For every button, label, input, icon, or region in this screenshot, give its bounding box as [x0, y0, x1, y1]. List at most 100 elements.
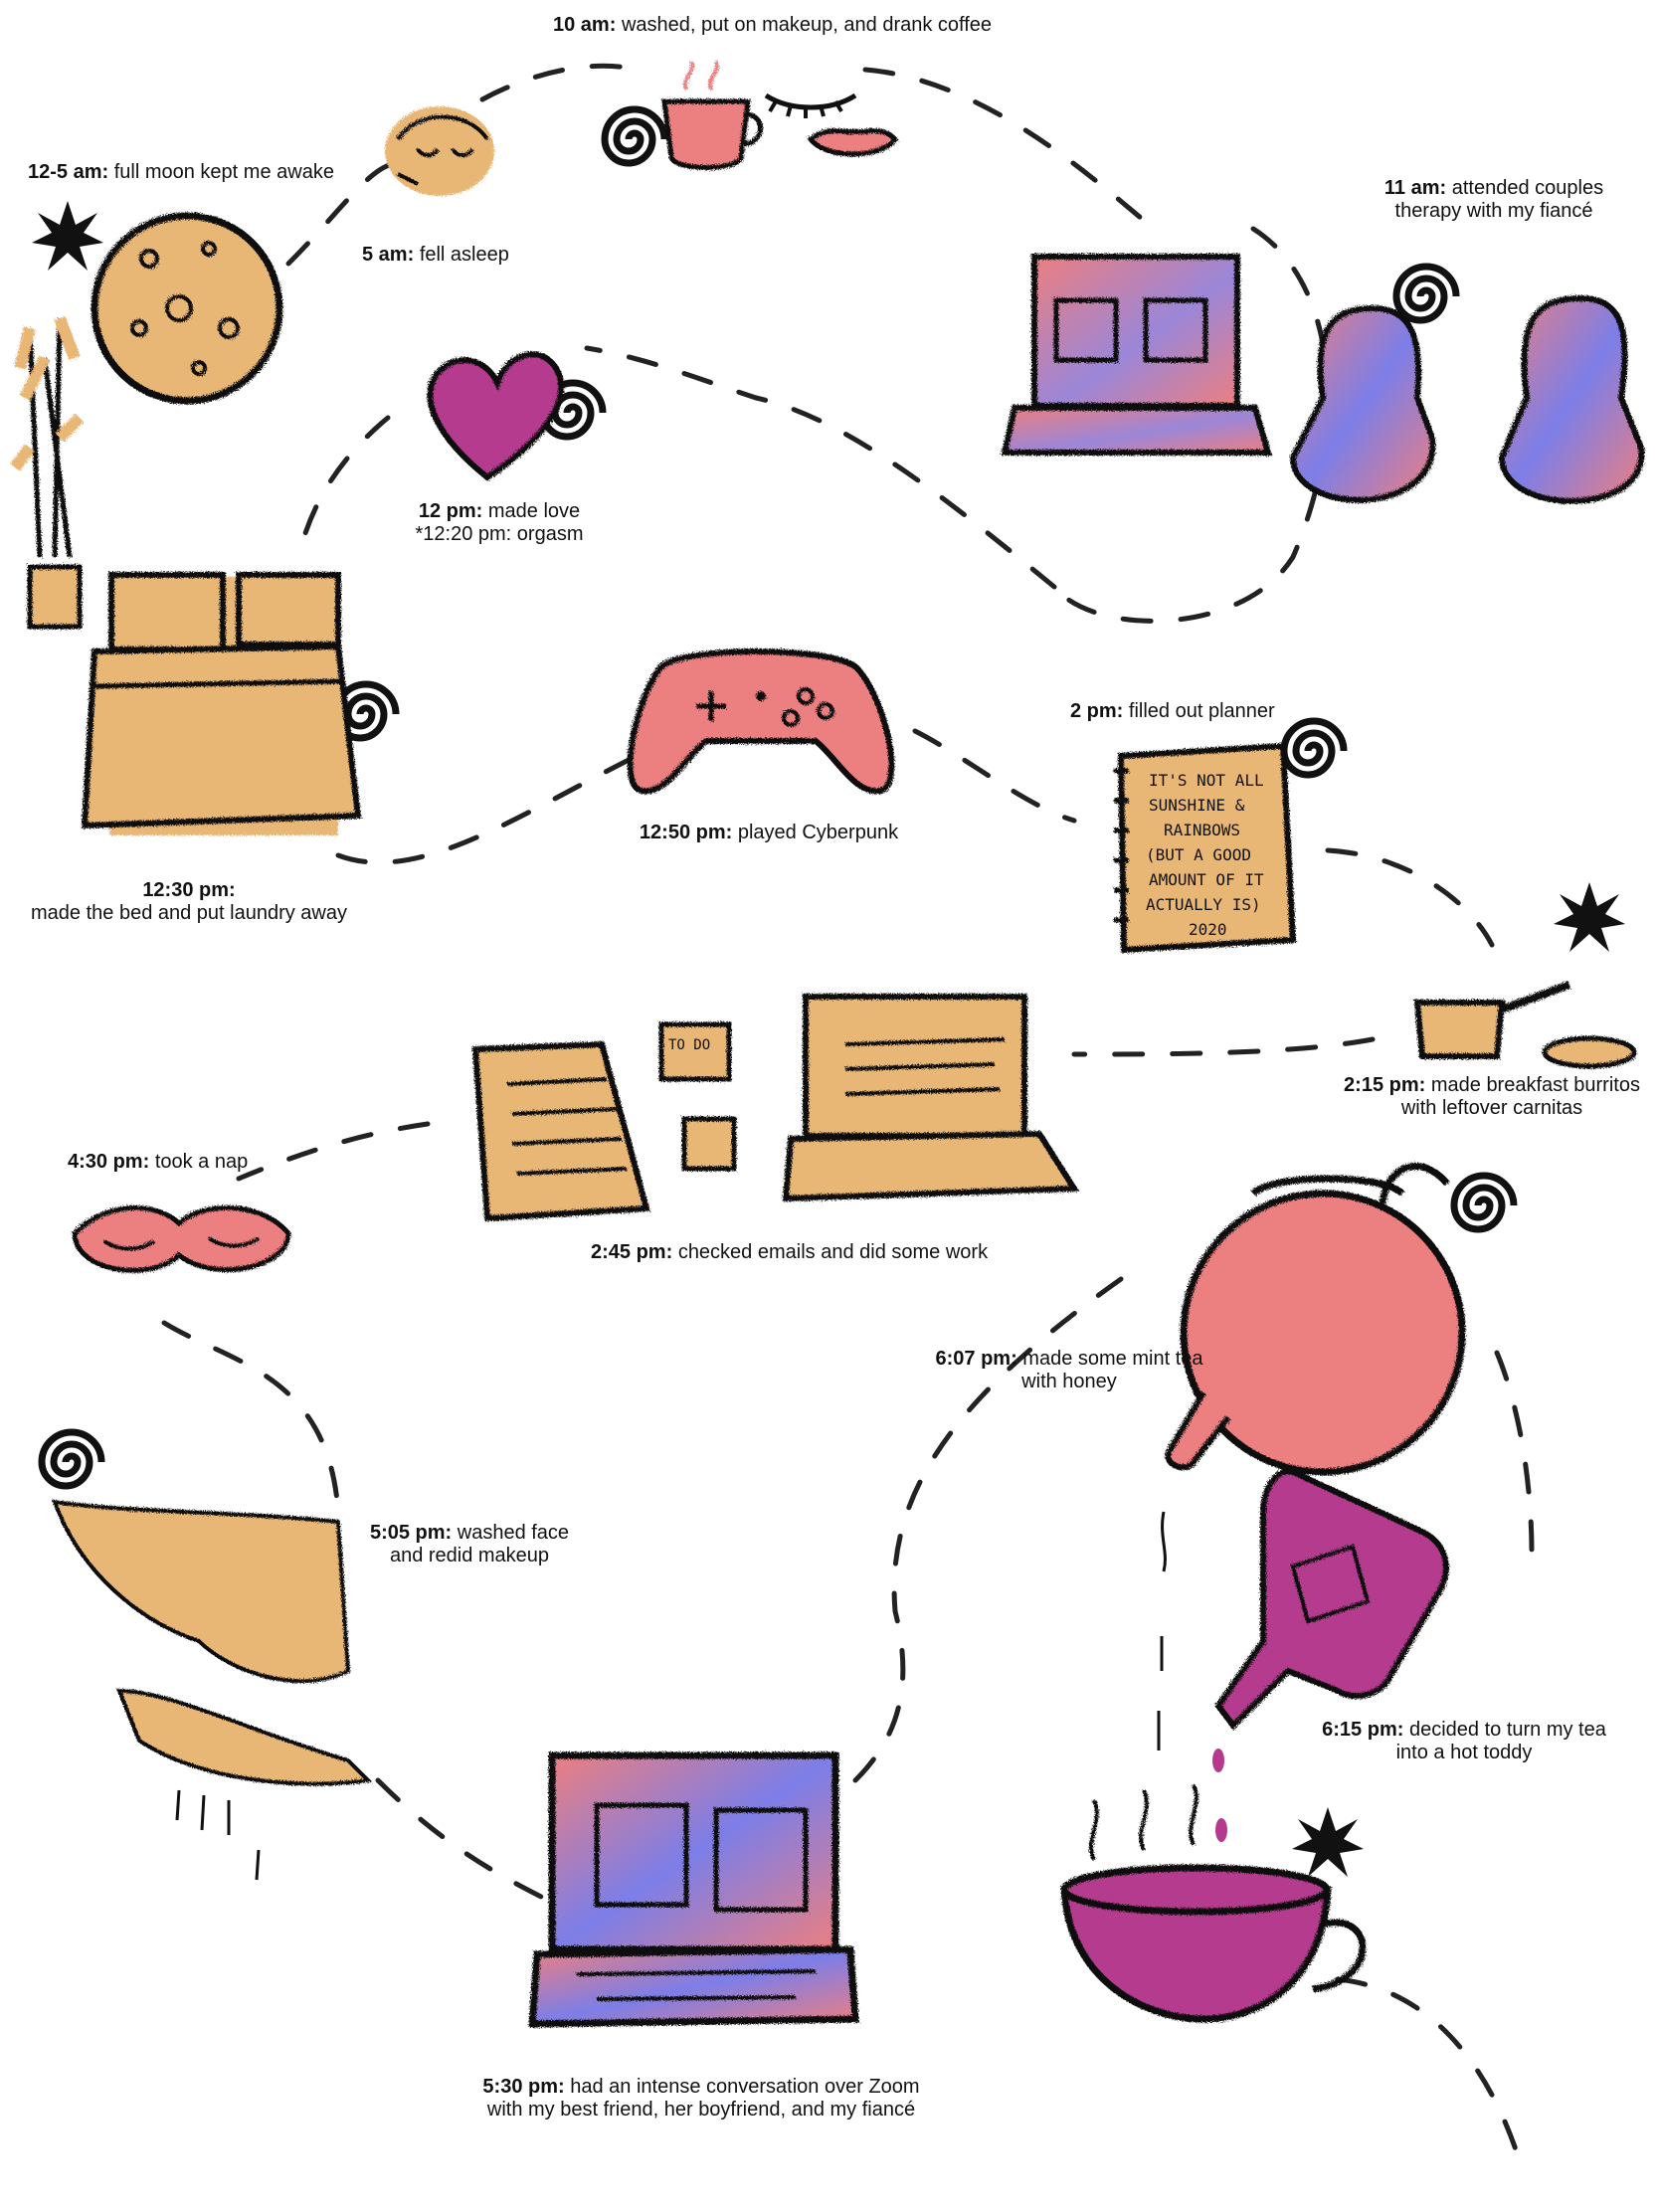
event-text: filled out planner	[1128, 700, 1275, 722]
path-planner-to-burritos	[1325, 847, 1495, 948]
path-to-heart	[584, 345, 1057, 590]
event-time: 11 am:	[1383, 177, 1447, 199]
path-work-to-nap	[236, 1121, 431, 1182]
event-time: 12:50 pm:	[639, 822, 733, 843]
event-text: made the bed and put laundry away	[31, 902, 347, 924]
event-text-2: into a hot toddy	[1395, 1742, 1533, 1763]
notebook-icon	[471, 1040, 650, 1222]
spiral-icon	[1392, 263, 1460, 324]
moon-icon	[91, 212, 283, 405]
path-coffee-to-therapy	[862, 67, 1157, 232]
path-burritos-to-work	[1071, 1036, 1376, 1057]
teapot-icon	[1165, 1163, 1466, 1476]
game-controller-icon	[627, 648, 895, 795]
zoom-laptop-icon	[528, 1751, 859, 2028]
event-work: 2:45 pm: checked emails and did some wor…	[591, 1241, 988, 1264]
event-therapy: 11 am: attended couples therapy with my …	[1384, 177, 1603, 223]
event-text-2: *12:20 pm: orgasm	[415, 523, 584, 545]
couple-icon	[1289, 294, 1645, 504]
event-asleep: 5 am: fell asleep	[362, 244, 509, 267]
video-call-laptop-icon	[1001, 254, 1272, 456]
event-text-2: and redid makeup	[389, 1545, 550, 1567]
event-text: made some mint tea	[1022, 1348, 1203, 1370]
planner-line: (BUT A GOOD	[1146, 845, 1251, 864]
event-nap: 4:30 pm: took a nap	[68, 1151, 248, 1174]
event-time: 4:30 pm:	[68, 1151, 150, 1173]
spiral-icon	[38, 1428, 105, 1490]
event-text: made breakfast burritos	[1430, 1074, 1640, 1096]
laptop-icon	[782, 994, 1080, 1202]
path-face-to-zoom	[375, 1777, 560, 1908]
event-toddy: 6:15 pm: decided to turn my tea into a h…	[1322, 1719, 1606, 1764]
star-burst-icon	[32, 201, 103, 271]
event-time: 5:05 pm:	[369, 1522, 453, 1544]
event-time: 5 am:	[362, 244, 415, 266]
planner-note: IT'S NOT ALL SUNSHINE & RAINBOWS (BUT A …	[1146, 771, 1264, 939]
planner-line: AMOUNT OF IT	[1149, 870, 1264, 889]
event-text-2: with leftover carnitas	[1400, 1097, 1583, 1119]
todo-note-label: TO DO	[668, 1037, 710, 1053]
sleeping-face-icon	[385, 106, 494, 196]
event-text: checked emails and did some work	[677, 1241, 989, 1263]
star-burst-icon	[1292, 1807, 1364, 1877]
event-text-2: with honey	[1021, 1371, 1117, 1392]
event-time: 6:15 pm:	[1322, 1719, 1404, 1741]
event-text-2: therapy with my fiancé	[1394, 200, 1593, 222]
tea-drops-icon	[1157, 1511, 1167, 1751]
event-text: decided to turn my tea	[1408, 1719, 1606, 1741]
liquor-drops-icon	[1212, 1749, 1227, 1842]
eyelashes-icon	[764, 92, 857, 118]
event-zoom: 5:30 pm: had an intense conversation ove…	[482, 2076, 919, 2121]
path-end	[1335, 1976, 1525, 2171]
washing-hands-icon	[51, 1499, 373, 1786]
spiral-icon	[1450, 1172, 1518, 1233]
path-bed-to-game	[335, 753, 640, 865]
event-time: 10 am:	[553, 14, 617, 36]
event-bed: 12:30 pm: made the bed and put laundry a…	[31, 879, 347, 925]
event-time: 12:30 pm:	[142, 879, 236, 901]
event-time: 2:45 pm:	[591, 1241, 673, 1263]
event-text-2: with my best friend, her boyfriend, and …	[486, 2099, 916, 2120]
path-tea-side	[1494, 1350, 1535, 1555]
event-text: full moon kept me awake	[113, 161, 334, 183]
spiral-icon	[601, 105, 668, 167]
bed-icon	[81, 572, 362, 835]
hot-toddy-cup-icon	[1060, 1784, 1367, 2023]
event-text: played Cyberpunk	[737, 822, 899, 843]
liquor-bottle-icon	[1214, 1468, 1449, 1731]
event-tea: 6:07 pm: made some mint tea with honey	[935, 1348, 1202, 1393]
sticky-note-icon	[681, 1116, 737, 1172]
event-text: had an intense conversation over Zoom	[570, 2076, 920, 2098]
heart-icon	[427, 351, 565, 481]
frying-pan-icon	[1413, 981, 1571, 1059]
event-text: took a nap	[154, 1151, 249, 1173]
planner-line: ACTUALLY IS)	[1146, 895, 1261, 914]
event-coffee: 10 am: washed, put on makeup, and drank …	[553, 14, 992, 37]
path-zoom-to-tea	[852, 1260, 1147, 1783]
event-face: 5:05 pm: washed face and redid makeup	[370, 1522, 569, 1567]
dashed-path	[161, 63, 1535, 2171]
planner-line: 2020	[1189, 920, 1227, 939]
event-time: 12-5 am:	[28, 161, 109, 183]
path-nap-to-face	[161, 1320, 341, 1515]
event-text: washed face	[457, 1522, 570, 1544]
planner-icon	[1114, 742, 1297, 954]
event-text: washed, put on makeup, and drank coffee	[621, 14, 993, 36]
path-asleep-to-coffee	[479, 63, 640, 102]
spiral-icon	[1280, 717, 1348, 779]
planner-line: SUNSHINE &	[1149, 796, 1245, 815]
coffee-cup-icon	[661, 61, 763, 170]
event-love: 12 pm: made love *12:20 pm: orgasm	[416, 500, 584, 546]
event-burritos: 2:15 pm: made breakfast burritos with le…	[1344, 1074, 1640, 1120]
event-moon: 12-5 am: full moon kept me awake	[28, 161, 334, 184]
path-moon-to-asleep	[285, 161, 396, 267]
planner-line: RAINBOWS	[1164, 821, 1240, 839]
event-text: attended couples	[1451, 177, 1604, 199]
water-drops-icon	[175, 1789, 261, 1881]
planner-line: IT'S NOT ALL	[1149, 771, 1264, 790]
event-game: 12:50 pm: played Cyberpunk	[640, 822, 898, 844]
sleep-mask-icon	[72, 1204, 291, 1273]
event-time: 6:07 pm:	[935, 1348, 1017, 1370]
path-game-to-planner	[912, 728, 1077, 824]
